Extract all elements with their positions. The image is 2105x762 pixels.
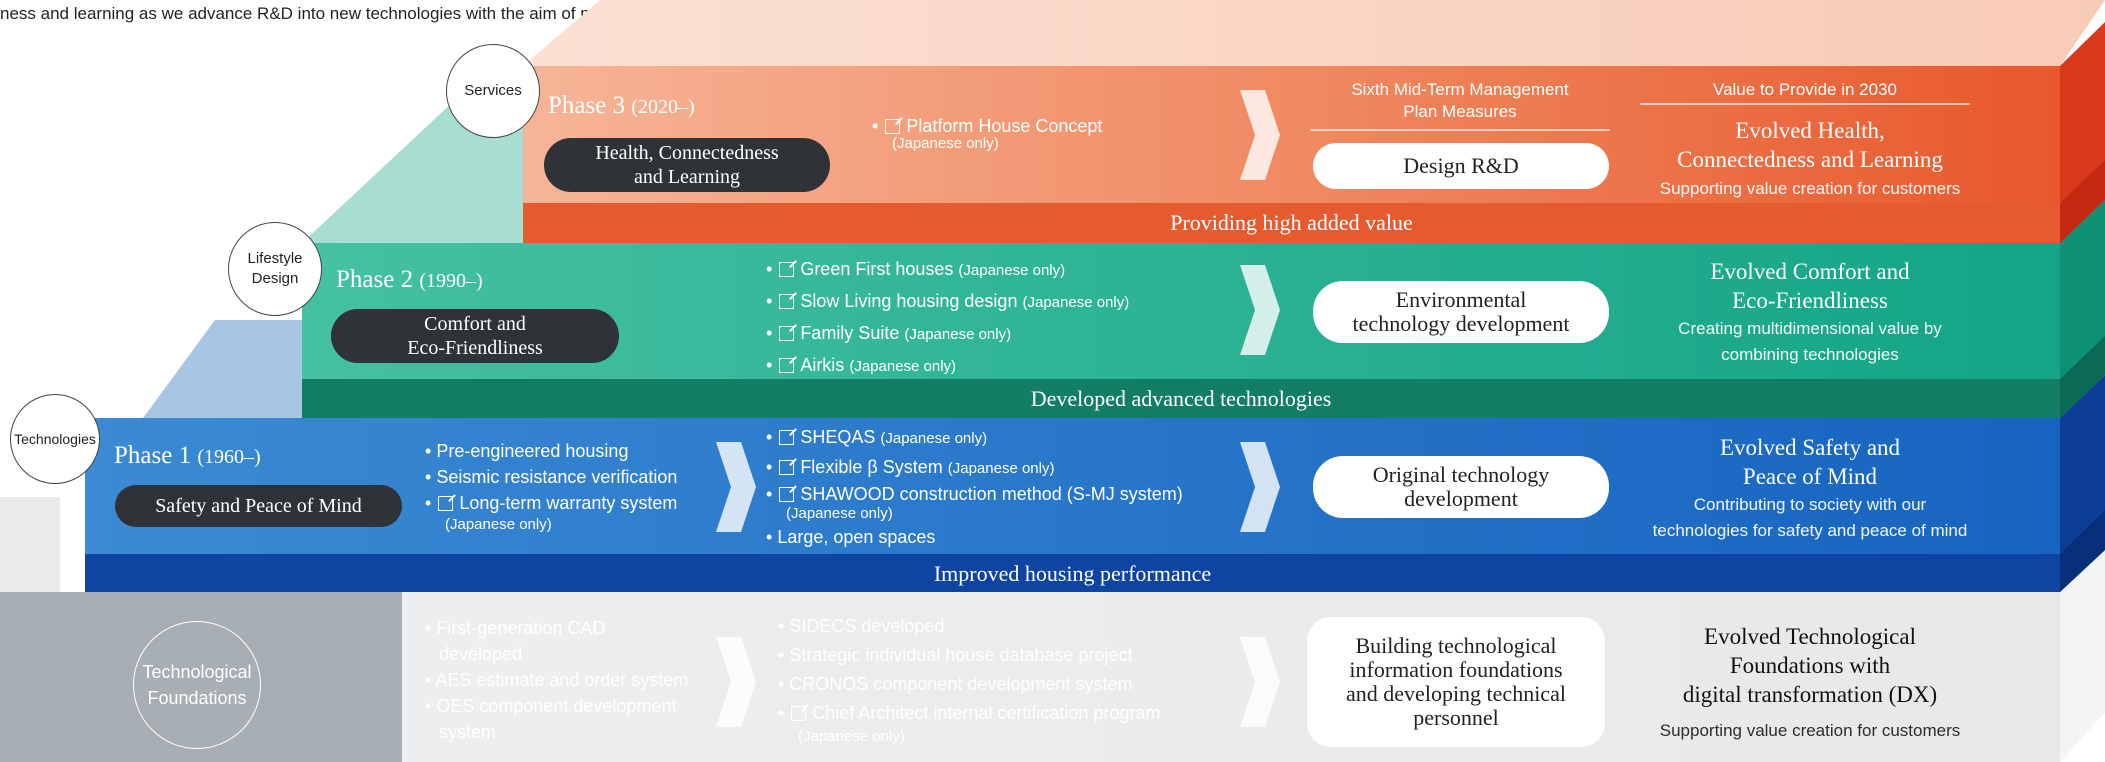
column-head-measures: Sixth Mid-Term Management Plan Measures: [1351, 80, 1569, 121]
foundation-list-b: SIDECS developed Strategic individual ho…: [778, 612, 1160, 746]
foundation-list-a: First-generation CAD developed AES estim…: [425, 615, 688, 745]
phase1-measure-pill: Original technology development: [1313, 456, 1609, 518]
list-item-note: (Japanese only): [445, 516, 552, 533]
foundation-measure-pill: Building technological information found…: [1307, 617, 1605, 747]
list-item-note: (Japanese only): [786, 505, 893, 522]
list-item[interactable]: SHEQAS (Japanese only): [766, 423, 1183, 453]
external-link-icon: [779, 358, 795, 373]
list-item[interactable]: Green First houses (Japanese only): [766, 254, 1129, 286]
external-link-icon: [779, 262, 795, 277]
phase3-band-label: Providing high added value: [1170, 210, 1413, 235]
list-item-note: (Japanese only): [892, 135, 999, 152]
external-link-icon: [779, 294, 795, 309]
phase2-measure-pill: Environmental technology development: [1313, 281, 1609, 343]
external-link-icon: [779, 460, 795, 475]
external-link-icon: [779, 430, 795, 445]
phase1-theme-pill: Safety and Peace of Mind: [115, 485, 402, 527]
list-item: First-generation CAD: [425, 615, 688, 641]
phase2-theme-pill: Comfort and Eco-Friendliness: [331, 309, 619, 363]
foundation-value-title: Evolved Technological Foundations with d…: [1682, 624, 1938, 707]
phase3-value-title: Evolved Health, Connectedness and Learni…: [1677, 118, 1943, 172]
list-item[interactable]: Airkis (Japanese only): [766, 350, 1129, 382]
phase1-list-b: SHEQAS (Japanese only) Flexible β System…: [766, 423, 1183, 552]
phase2-band-label: Developed advanced technologies: [1030, 386, 1332, 411]
phase2-list: Green First houses (Japanese only) Slow …: [766, 254, 1129, 382]
list-item-cont: system: [439, 722, 497, 742]
phase2-value-title: Evolved Comfort and Eco-Friendliness: [1710, 259, 1910, 313]
list-item-note: (Japanese only): [798, 728, 905, 745]
phase1-band-label: Improved housing performance: [933, 561, 1212, 586]
phase2-title: Phase 2 (1990–): [336, 266, 483, 293]
list-item[interactable]: Family Suite (Japanese only): [766, 318, 1129, 350]
list-item: Pre-engineered housing: [425, 438, 677, 464]
phase3-band: [523, 203, 2060, 243]
list-item[interactable]: Slow Living housing design (Japanese onl…: [766, 286, 1129, 318]
phase3-value-sub: Supporting value creation for customers: [1659, 179, 1961, 198]
list-item[interactable]: Long-term warranty system: [425, 490, 677, 516]
circle-technological-foundations: Technological Foundations: [133, 621, 261, 749]
external-link-icon: [438, 496, 454, 511]
list-item: Strategic individual house database proj…: [778, 641, 1160, 670]
phase1-value-sub: Contributing to society with our technol…: [1652, 495, 1968, 540]
list-item-cont: developed: [439, 644, 523, 664]
list-item[interactable]: Chief Architect internal certification p…: [778, 699, 1160, 728]
foundation-edge: [2060, 550, 2105, 762]
phase3-title: Phase 3 (2020–): [548, 92, 695, 119]
arrow-chevrons: [716, 90, 1280, 727]
phase1-top-face: [85, 320, 302, 497]
list-item[interactable]: Flexible β System (Japanese only): [766, 453, 1183, 483]
circle-services: Services: [446, 44, 540, 138]
list-item: OES component development: [425, 693, 688, 719]
external-link-icon: [791, 706, 807, 721]
list-item: CRONOS component development system: [778, 670, 1160, 699]
phase1-band: [85, 554, 2060, 592]
list-item: AES estimate and order system: [425, 667, 688, 693]
circle-technologies: Technologies: [10, 394, 100, 484]
external-link-icon: [779, 326, 795, 341]
circle-lifestyle-design: Lifestyle Design: [228, 222, 322, 316]
list-item: Seismic resistance verification: [425, 464, 677, 490]
phase3-measure-pill: Design R&D: [1313, 143, 1609, 189]
phase2-band: [302, 379, 2060, 418]
list-item: Large, open spaces: [766, 523, 1183, 552]
phase3-top-face: [523, 0, 2105, 66]
external-link-icon: [885, 119, 901, 134]
phase2-top-face: [302, 100, 523, 243]
column-head-value: Value to Provide in 2030: [1713, 80, 1897, 99]
phase2-value-sub: Creating multidimensional value by combi…: [1678, 319, 1942, 364]
list-item: SIDECS developed: [778, 612, 1160, 641]
phase1-list-a: Pre-engineered housing Seismic resistanc…: [425, 438, 677, 534]
external-link-icon: [779, 487, 795, 502]
phase3-theme-pill: Health, Connectedness and Learning: [544, 138, 830, 192]
list-item[interactable]: Platform House Concept: [872, 113, 1102, 139]
foundation-value-sub: Supporting value creation for customers: [1659, 721, 1961, 740]
list-item[interactable]: SHAWOOD construction method (S-MJ system…: [766, 483, 1183, 505]
phase1-value-title: Evolved Safety and Peace of Mind: [1719, 435, 1901, 489]
phase3-list: Platform House Concept (Japanese only): [872, 113, 1102, 153]
phase1-title: Phase 1 (1960–): [114, 442, 261, 469]
